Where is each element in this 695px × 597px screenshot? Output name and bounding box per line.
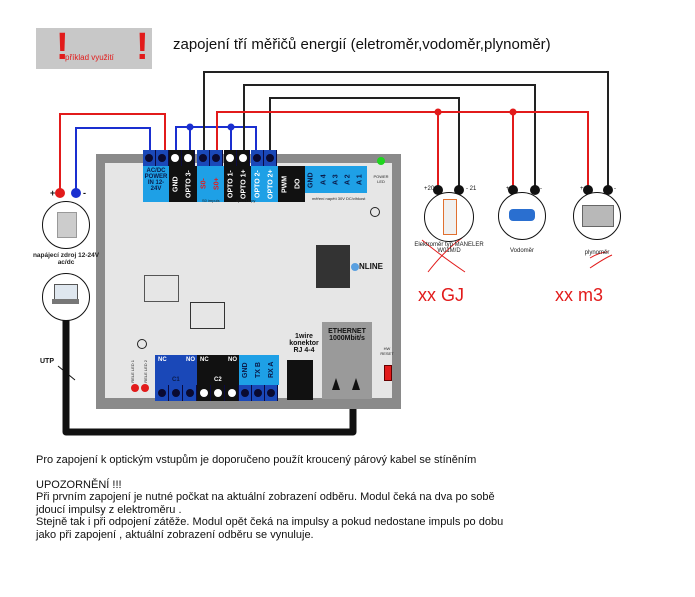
label-opto1: OPTO 1- OPTO 1+ xyxy=(224,166,251,202)
page-title: zapojení tří měřičů energií (eletroměr,v… xyxy=(173,36,551,53)
plynomer-unit: xx m3 xyxy=(555,285,604,305)
component-outline xyxy=(144,275,179,302)
power-supply-icon xyxy=(57,212,77,238)
utp-label: UTP xyxy=(40,358,54,365)
relay-c1: NC NO C1 xyxy=(155,355,197,385)
bus-labels: GND TX B RX A xyxy=(239,355,279,385)
minus-sign: - xyxy=(83,188,86,198)
ethernet-port[interactable]: ETHERNET 1000Mbit/s xyxy=(322,322,372,399)
reset-button[interactable] xyxy=(384,365,392,381)
onewire-label: 1wire konektor RJ 4-4 xyxy=(289,333,319,354)
plus-sign: + xyxy=(50,188,56,198)
warning-text: jako při zapojení , aktuální zobrazení o… xyxy=(36,528,314,541)
wire-black-elektromer xyxy=(269,97,460,190)
relay-led-1-label: RELE LED 1 xyxy=(130,360,135,383)
warning-text: jdoucí impulsy z elektroměru . xyxy=(36,503,182,516)
terminal-block-opto2 xyxy=(251,150,277,166)
relay-led-2-label: RELE LED 2 xyxy=(143,360,148,383)
terminal-block-relay2 xyxy=(197,385,239,401)
label-gnd-opto3: GND OPTO 3- xyxy=(169,166,197,202)
meter-plynomer-caption: plynoměr xyxy=(584,250,610,256)
notes: Pro zapojení k optickým vstupům je dopor… xyxy=(36,454,503,541)
power-led-label: POWER LED xyxy=(373,174,389,184)
label-optovstupy: optovstupy xyxy=(236,198,256,203)
meter-pin-label: - 21 xyxy=(466,186,477,192)
laptop-icon xyxy=(54,284,78,300)
label-opto2: OPTO 2- OPTO 2+ xyxy=(251,166,278,202)
label-analog-desc: měření napětí 30V DC/vlhkost xyxy=(312,196,366,201)
label-s0-impuls: S0 impuls xyxy=(202,198,220,203)
wire-power-minus xyxy=(75,127,151,193)
label-power: AC/DC POWER IN 12-24V xyxy=(143,166,169,202)
power-supply xyxy=(42,201,90,249)
warning-text: Při prvním zapojení je nutné počkat na a… xyxy=(36,491,495,503)
terminal-block-power xyxy=(143,150,169,166)
warning-title: UPOZORNĚNÍ !!! xyxy=(36,478,122,491)
terminal-block-opto1 xyxy=(224,150,250,166)
wire-junction xyxy=(227,123,235,131)
meter-elektromer-caption: Elektroměr typ MANELER W01M/D xyxy=(414,242,484,254)
logo: NLINE xyxy=(351,262,383,271)
meter-pin-label: - xyxy=(614,186,616,192)
globe-icon xyxy=(351,262,359,271)
chip xyxy=(316,245,350,288)
terminal-block-gnd xyxy=(169,150,195,166)
laptop xyxy=(42,273,90,321)
power-supply-label: napájecí zdroj 12-24V ac/dc xyxy=(32,252,100,266)
note-cable: Pro zapojení k optickým vstupům je dopor… xyxy=(36,454,477,466)
mount-hole xyxy=(137,339,147,349)
exclamation-icon: ! xyxy=(56,26,69,68)
electricity-meter-icon xyxy=(443,199,457,235)
exclamation-icon: ! xyxy=(136,26,149,68)
meter-elektromer xyxy=(424,192,474,242)
water-meter-icon xyxy=(509,209,535,221)
meter-vodomer xyxy=(498,192,546,240)
gas-meter-icon xyxy=(582,205,614,227)
wire-junction xyxy=(434,108,442,116)
meter-pin-label: +20 xyxy=(424,186,435,192)
warning-text: Stejně tak i při odpojení zátěže. Modul … xyxy=(36,516,504,528)
terminal-plus xyxy=(55,188,65,198)
rj-connector[interactable] xyxy=(287,360,313,400)
elektromer-unit: xx GJ xyxy=(418,285,465,305)
label-pwm-do: PWM DO xyxy=(278,166,305,202)
mount-hole xyxy=(370,207,380,217)
component-outline xyxy=(190,302,225,329)
meter-pin-label: + xyxy=(506,186,510,192)
terminal-block-bus xyxy=(239,385,278,401)
example-badge: ! příklad využití ! xyxy=(36,26,152,69)
reset-label: HW RESET xyxy=(380,346,394,356)
meter-vodomer-caption: Vodoměr xyxy=(509,248,534,254)
terminal-block-s0 xyxy=(197,150,223,166)
wire-black-vodomer xyxy=(243,84,536,190)
meter-pin-label: - xyxy=(540,186,542,192)
relay-led-2 xyxy=(141,384,149,392)
terminal-minus xyxy=(71,188,81,198)
relay-led-1 xyxy=(131,384,139,392)
label-s0: S0- S0+ xyxy=(197,166,224,202)
meter-plynomer xyxy=(573,192,621,240)
utp-cable xyxy=(62,318,357,436)
badge-label: příklad využití xyxy=(65,53,114,62)
wire-junction xyxy=(186,123,194,131)
wire-junction xyxy=(509,108,517,116)
wire-power-plus xyxy=(59,113,166,193)
label-analog: GND A 4 A 3 A 2 A 1 xyxy=(305,166,367,193)
relay-c2: NC NO C2 xyxy=(197,355,239,385)
meter-pin-label: + xyxy=(580,186,584,192)
wire-black-plynomer xyxy=(203,71,609,190)
terminal-block-relay1 xyxy=(155,385,197,401)
wire-red-common xyxy=(216,111,589,190)
power-led xyxy=(377,157,385,165)
